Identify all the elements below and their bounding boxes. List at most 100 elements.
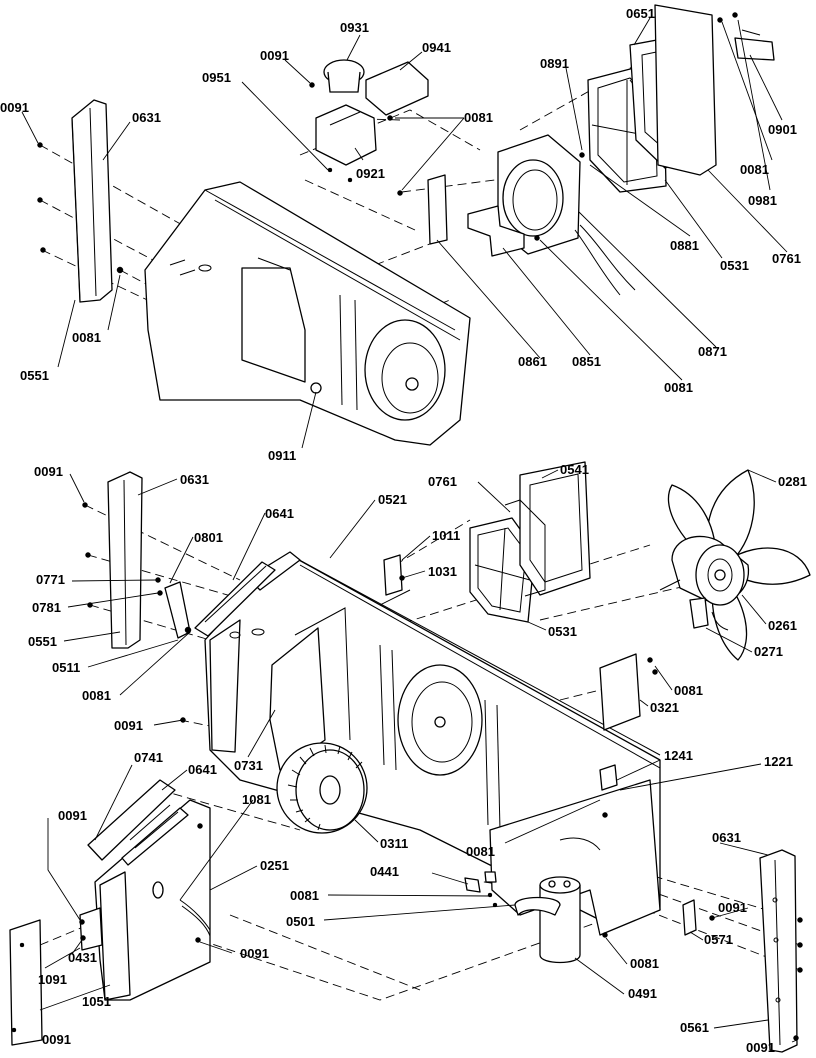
- callout-0921: 0921: [356, 166, 385, 181]
- lower-assembly: [9, 742, 803, 1053]
- callout-0551: 0551: [20, 368, 49, 383]
- callout-0871: 0871: [698, 344, 727, 359]
- callout-0311: 0311: [380, 836, 408, 851]
- upper-assembly: [21, 4, 788, 449]
- callout-0551: 0551: [28, 634, 57, 649]
- terminals-0441: [464, 871, 498, 908]
- callout-0081: 0081: [630, 956, 659, 971]
- callout-1241: 1241: [664, 748, 693, 763]
- callout-0321: 0321: [650, 700, 679, 715]
- callout-0651: 0651: [626, 6, 655, 21]
- lower-screws: [602, 812, 803, 1041]
- callout-0801: 0801: [194, 530, 223, 545]
- callout-1051: 1051: [82, 994, 111, 1009]
- callout-0081: 0081: [664, 380, 693, 395]
- callout-0531: 0531: [720, 258, 749, 273]
- fan-motor-0261: [659, 535, 750, 631]
- bracket-1011: [383, 554, 405, 596]
- callout-0561: 0561: [680, 1020, 709, 1035]
- middle-leader-lines: [63, 469, 777, 758]
- callout-1011: 1011: [432, 528, 460, 543]
- callout-0861: 0861: [518, 354, 547, 369]
- callout-0091: 0091: [114, 718, 143, 733]
- callout-0091: 0091: [746, 1040, 775, 1055]
- callout-0571: 0571: [704, 932, 733, 947]
- callout-0491: 0491: [628, 986, 657, 1001]
- callout-1091: 1091: [38, 972, 67, 987]
- callout-0091: 0091: [718, 900, 747, 915]
- callout-0641: 0641: [188, 762, 217, 777]
- callout-0091: 0091: [240, 946, 269, 961]
- callout-0531: 0531: [548, 624, 577, 639]
- bracket-0571: [682, 899, 715, 936]
- callout-0501: 0501: [286, 914, 315, 929]
- callout-0091: 0091: [260, 48, 289, 63]
- control-panel-1051: [9, 919, 43, 1046]
- switch-bracket-0921: [315, 59, 429, 166]
- callout-0431: 0431: [68, 950, 97, 965]
- callout-0091: 0091: [42, 1032, 71, 1047]
- callout-0771: 0771: [36, 572, 65, 587]
- callout-0081: 0081: [674, 683, 703, 698]
- callout-0761: 0761: [772, 251, 801, 266]
- upper-leader-lines: [21, 17, 788, 449]
- panel-0651: [629, 4, 717, 176]
- bracket-0851: [467, 205, 525, 257]
- callout-0951: 0951: [202, 70, 231, 85]
- callout-0251: 0251: [260, 858, 289, 873]
- filter-middle: [469, 517, 536, 623]
- callout-0091: 0091: [0, 100, 29, 115]
- bracket-0431: [79, 907, 103, 951]
- callout-0731: 0731: [234, 758, 263, 773]
- callout-0901: 0901: [768, 122, 797, 137]
- callout-0641: 0641: [265, 506, 294, 521]
- callout-0081: 0081: [464, 110, 493, 125]
- side-rail-0631-lower: [759, 849, 798, 1053]
- panel-0321: [599, 653, 658, 731]
- blower-wheel-0311: [276, 742, 368, 834]
- evaporator-coil-0641: [194, 561, 276, 637]
- callout-1081: 1081: [242, 792, 271, 807]
- callout-1031: 1031: [428, 564, 457, 579]
- callout-0631: 0631: [132, 110, 161, 125]
- callout-0911: 0911: [268, 448, 296, 463]
- callout-0081: 0081: [72, 330, 101, 345]
- callout-0631: 0631: [180, 472, 209, 487]
- callout-0981: 0981: [748, 193, 777, 208]
- callout-1221: 1221: [764, 754, 793, 769]
- callout-0741: 0741: [134, 750, 163, 765]
- callout-0521: 0521: [378, 492, 407, 507]
- fan-housing-upper: [497, 134, 636, 296]
- callout-0881: 0881: [670, 238, 699, 253]
- callout-0941: 0941: [422, 40, 451, 55]
- callout-0851: 0851: [572, 354, 601, 369]
- callout-0631: 0631: [712, 830, 741, 845]
- callout-0081: 0081: [740, 162, 769, 177]
- control-housing-0251: [87, 779, 211, 1001]
- callout-0081: 0081: [290, 888, 319, 903]
- bracket-0861: [427, 174, 448, 245]
- side-rail-0631-middle: [107, 471, 143, 649]
- side-rail-0631-upper: [71, 99, 113, 303]
- frame-0541: [504, 461, 591, 597]
- callout-0761: 0761: [428, 474, 457, 489]
- upper-chassis-body: [144, 181, 471, 446]
- callout-0511: 0511: [52, 660, 80, 675]
- callout-0091: 0091: [34, 464, 63, 479]
- callout-0081: 0081: [82, 688, 111, 703]
- callout-0091: 0091: [58, 808, 87, 823]
- callout-0271: 0271: [754, 644, 783, 659]
- callout-0781: 0781: [32, 600, 61, 615]
- capacitor-0491: [514, 876, 581, 964]
- callout-0441: 0441: [370, 864, 399, 879]
- callout-labels: 0091 0631 0931 0091 0941 0951 0081 0921 …: [0, 6, 807, 1055]
- callout-0541: 0541: [560, 462, 589, 477]
- callout-0891: 0891: [540, 56, 569, 71]
- callout-0931: 0931: [340, 20, 369, 35]
- callout-0081: 0081: [466, 844, 495, 859]
- rear-panel-1221: [489, 764, 661, 936]
- lower-leader-lines: [11, 759, 798, 1043]
- callout-0281: 0281: [778, 474, 807, 489]
- callout-0261: 0261: [768, 618, 797, 633]
